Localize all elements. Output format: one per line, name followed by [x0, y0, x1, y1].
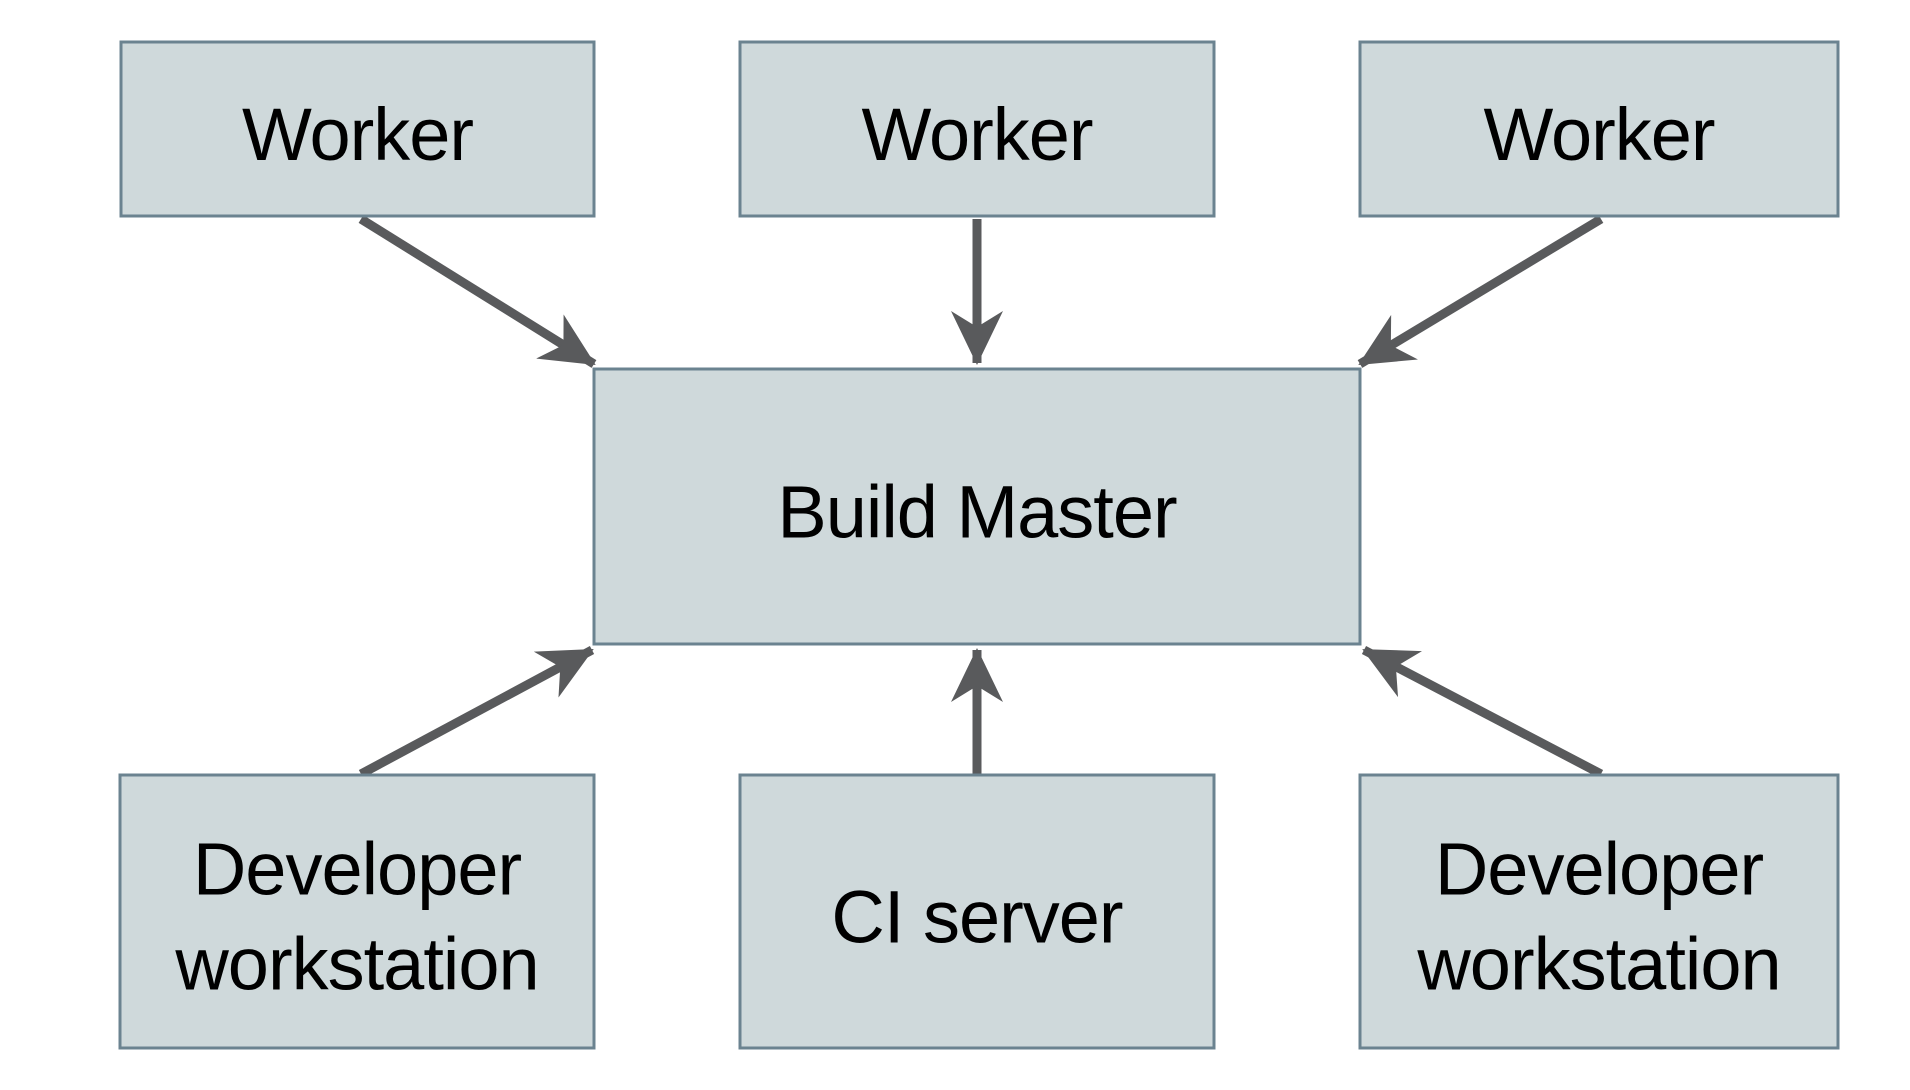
connector-arrow-worker-3-to-build-master: [1357, 215, 1604, 368]
node-worker-3: Worker: [1358, 40, 1840, 218]
node-box-developer-workstation-left: [118, 773, 596, 1050]
node-worker-2: Worker: [738, 40, 1216, 218]
node-worker-1: Worker: [119, 40, 596, 218]
node-label-developer-workstation-right-line-1: Developer: [1435, 828, 1764, 911]
node-build-master: Build Master: [592, 367, 1362, 646]
node-label-worker-3: Worker: [1483, 93, 1714, 176]
node-label-developer-workstation-left-line-2: workstation: [174, 923, 538, 1006]
node-box-worker-3: [1358, 40, 1840, 218]
node-label-developer-workstation-right-line-2: workstation: [1416, 923, 1780, 1006]
node-box-ci-server: [738, 773, 1216, 1050]
node-label-developer-workstation-left-line-1: Developer: [193, 828, 522, 911]
node-label-worker-2: Worker: [861, 93, 1092, 176]
node-box-developer-workstation-right: [1358, 773, 1840, 1050]
node-box-build-master: [592, 367, 1362, 646]
node-developer-workstation-left: Developer workstation: [118, 773, 596, 1050]
node-box-worker-1: [119, 40, 596, 218]
node-ci-server: CI server: [738, 773, 1216, 1050]
connector-arrow-developer-workstation-left-to-build-master: [358, 646, 595, 778]
node-box-worker-2: [738, 40, 1216, 218]
connector-arrow-worker-1-to-build-master: [358, 215, 597, 368]
connector-arrow-developer-workstation-right-to-build-master: [1361, 646, 1604, 778]
node-label-build-master: Build Master: [777, 471, 1177, 554]
node-label-ci-server: CI server: [831, 876, 1123, 959]
node-label-worker-1: Worker: [242, 93, 473, 176]
node-developer-workstation-right: Developer workstation: [1358, 773, 1840, 1050]
